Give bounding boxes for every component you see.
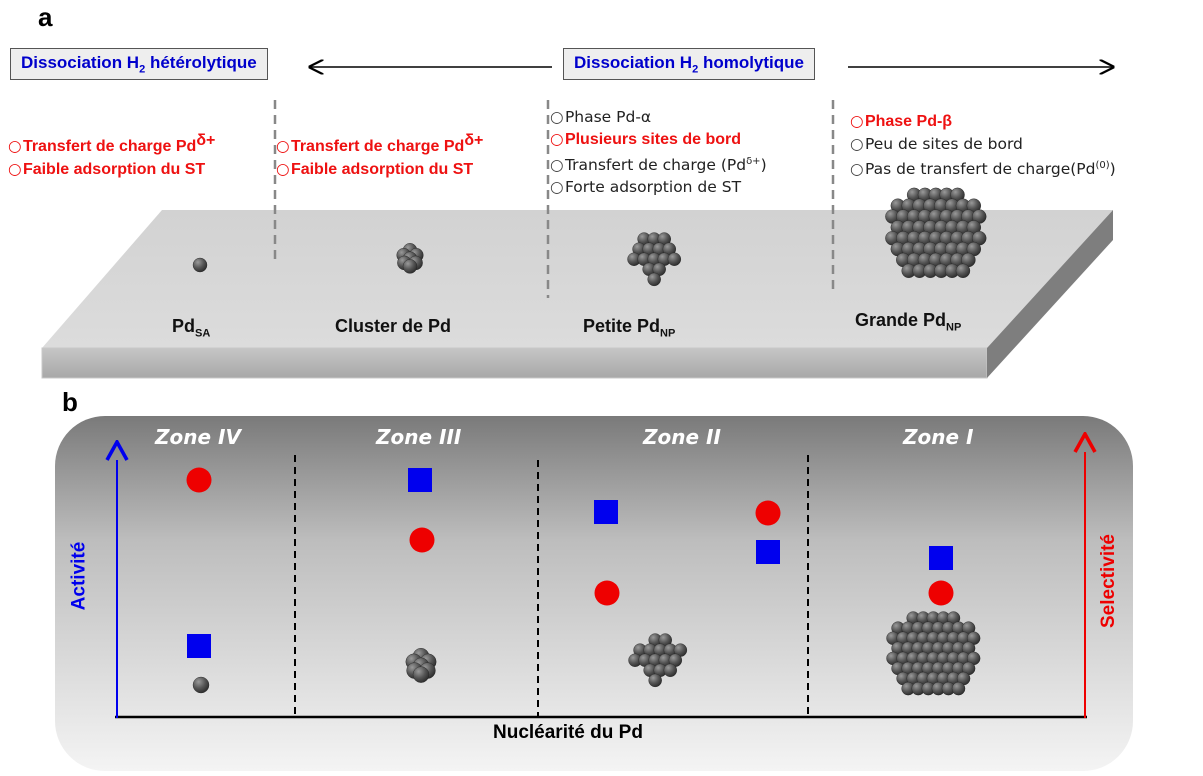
props-cluster: ○ Transfert de charge Pdδ+ ○ Faible adso…: [276, 130, 483, 181]
zone-label-i: Zone I: [903, 425, 974, 449]
selectivity-marker-zone-i: [928, 580, 954, 606]
label-large-np: Grande PdNP: [855, 310, 962, 334]
prop-item: ○ Phase Pd-α: [550, 108, 652, 126]
heterolytic-label-sub: 2: [139, 63, 146, 76]
small-np-particle: [627, 232, 682, 287]
prop-item: ○ Transfert de charge (Pdδ+): [550, 156, 767, 175]
cluster-particle-b: [405, 648, 437, 683]
single-atom-particle-b: [192, 676, 210, 694]
homolytic-dissociation-box: Dissociation H2 homolytique: [563, 48, 815, 81]
homolytic-label-pre: Dissociation H: [574, 53, 693, 72]
prop-item: ○ Plusieurs sites de bord: [550, 130, 741, 148]
activity-marker-zone-iii: [408, 468, 432, 492]
x-axis-title: Nucléarité du Pd: [493, 722, 643, 743]
props-single-atom: ○ Transfert de charge Pdδ+ ○ Faible adso…: [8, 130, 215, 181]
prop-item: ○ Forte adsorption de ST: [550, 178, 742, 197]
prop-item: ○ Peu de sites de bord: [850, 135, 1023, 153]
homolytic-label-sub: 2: [692, 63, 699, 76]
activity-marker-zone-ii-a: [594, 500, 618, 524]
small-np-particle-b: [628, 633, 688, 688]
prop-item: ○ Transfert de charge Pdδ+: [8, 132, 216, 156]
heterolytic-label-pre: Dissociation H: [21, 53, 140, 72]
label-single-atom: PdSA: [172, 316, 211, 340]
activity-marker-zone-ii-b: [756, 540, 780, 564]
activity-marker-zone-i: [929, 546, 953, 570]
homolytic-label-post: homolytique: [698, 53, 804, 72]
prop-item: ○ Pas de transfert de charge(Pd(0)): [850, 160, 1116, 179]
cluster-particle: [396, 243, 424, 274]
panel-b-background: [55, 416, 1133, 771]
activity-marker-zone-iv: [187, 634, 211, 658]
zone-label-iv: Zone IV: [155, 425, 241, 449]
single-atom-particle: [192, 257, 208, 273]
panel-b-letter: b: [62, 387, 78, 417]
selectivity-marker-zone-iv: [186, 467, 212, 493]
label-cluster: Cluster de Pd: [335, 316, 452, 336]
label-small-np: Petite PdNP: [583, 316, 676, 340]
heterolytic-dissociation-box: Dissociation H2 hétérolytique: [10, 48, 268, 81]
y-axis-title-activity: Activité: [68, 541, 90, 611]
selectivity-marker-zone-ii-b: [755, 500, 781, 526]
heterolytic-label-post: hétérolytique: [145, 53, 257, 72]
props-small-np: ○ Phase Pd-α ○ Plusieurs sites de bord ○…: [550, 106, 767, 198]
mechanism-arrows: [0, 0, 1203, 100]
prop-item: ○ Transfert de charge Pdδ+: [276, 132, 484, 156]
column-separators: [273, 100, 835, 298]
selectivity-marker-zone-iii: [409, 527, 435, 553]
y-axis-title-selectivity: Selectivité: [1098, 534, 1119, 628]
large-np-particle-b: [886, 611, 981, 696]
prop-item: ○ Faible adsorption du ST: [8, 160, 206, 179]
selectivity-marker-zone-ii-a: [594, 580, 620, 606]
zone-label-iii: Zone III: [376, 425, 462, 449]
props-large-np: ○ Phase Pd-β ○ Peu de sites de bord ○ Pa…: [850, 110, 1116, 180]
zone-label-ii: Zone II: [643, 425, 721, 449]
support-slab: [41, 210, 1113, 379]
prop-item: ○ Faible adsorption du ST: [276, 160, 474, 179]
large-np-particle: [885, 187, 987, 278]
panel-a-letter: a: [38, 2, 53, 32]
particles-panel-a: [192, 187, 987, 287]
prop-item: ○ Phase Pd-β: [850, 112, 953, 130]
